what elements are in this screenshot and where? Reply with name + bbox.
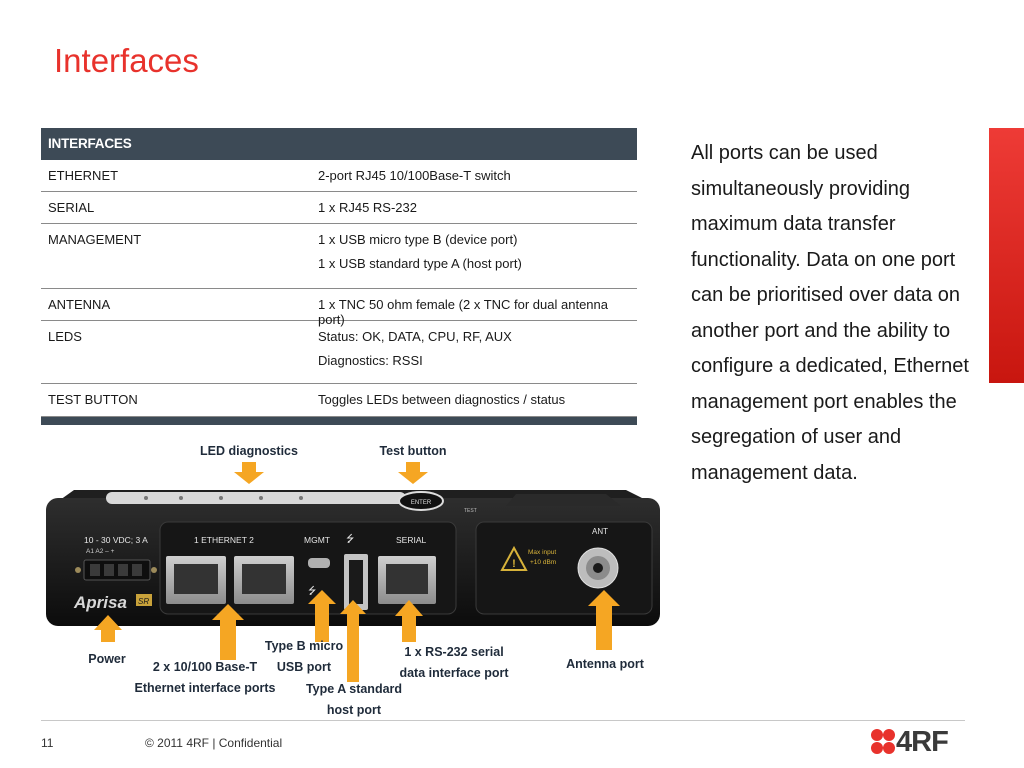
arrow-antenna [588,590,620,650]
table-row-value: 1 x USB micro type B (device port) [318,232,518,247]
label-usb-micro-line1: Type B micro [264,639,344,653]
led-ok-icon [144,496,148,500]
logo-mark-icon [871,729,895,754]
label-serial-line2: data interface port [399,666,509,680]
table-row-key: ANTENNA [48,297,111,312]
usb-type-a-socket [349,560,363,604]
max-input-value: +10 dBm [530,559,556,566]
label-usb-micro-line2: USB port [276,660,332,674]
arrow-usb-type-a [340,600,366,682]
serial-label: SERIAL [396,535,427,545]
antenna-connector-pin [593,563,603,573]
max-input-text: Max input [528,549,556,556]
table-row: SERIAL 1 x RJ45 RS-232 [41,192,637,224]
warning-icon [500,545,528,571]
screw-icon [75,567,81,573]
usb-micro-port [308,558,330,568]
label-usb-type-a-line1: Type A standard [305,682,403,696]
mgmt-label: MGMT [304,535,330,545]
table-row-value: 2-port RJ45 10/100Base-T switch [318,168,511,183]
arrow-serial [395,600,423,642]
table-row-value: 1 x TNC 50 ohm female (2 x TNC for dual … [318,297,608,327]
device-illustration: ENTER TEST 10 - 30 VDC; 3 A A1 A2 – + Ap… [46,490,660,626]
table-row-key: MANAGEMENT [48,232,142,247]
body-paragraph: All ports can be used simultaneously pro… [691,142,969,484]
copyright-text: © 2011 4RF | Confidential [145,736,283,750]
top-grip [506,494,621,506]
test-button-icon [398,491,444,511]
table-row-key: TEST BUTTON [48,392,138,407]
led-rf-icon [259,496,263,500]
table-row-value: Status: OK, DATA, CPU, RF, AUX [318,329,512,344]
enter-text: ENTER [411,500,432,506]
label-power: Power [88,652,126,666]
company-logo: 4RF [868,726,968,758]
power-spec-text: 10 - 30 VDC; 3 A [84,535,148,545]
label-serial: 1 x RS-232 serial data interface port [392,642,516,684]
power-pin [132,564,142,576]
label-ethernet-line2: Ethernet interface ports [134,681,276,695]
label-ethernet-line1: 2 x 10/100 Base-T [152,660,258,674]
label-led-diagnostics: LED diagnostics [200,444,298,458]
power-pin [104,564,114,576]
arrow-test-button [398,462,428,484]
label-serial-line1: 1 x RS-232 serial [404,645,504,659]
table-footer-bar [41,417,637,425]
label-ethernet: 2 x 10/100 Base-T Ethernet interface por… [132,657,278,699]
table-row-key: SERIAL [48,200,95,215]
antenna-panel [475,521,653,615]
brand-logo: Aprisa [73,593,127,612]
arrow-led-diagnostics [234,462,264,484]
table-row: ETHERNET 2-port RJ45 10/100Base-T switch [41,160,637,192]
table-row-value: Diagnostics: RSSI [318,353,423,368]
table-row: LEDS Status: OK, DATA, CPU, RF, AUX Diagno… [41,321,637,384]
usb-icon: ⭍ [308,585,316,597]
brand-badge [136,594,152,606]
label-usb-type-a: Type A standard host port [300,679,408,721]
label-usb-micro: Type B micro USB port [262,636,346,678]
ethernet-port-2-socket [242,564,286,594]
label-antenna: Antenna port [566,657,644,671]
table-row-value: 1 x RJ45 RS-232 [318,200,417,215]
slide-title: Interfaces [54,42,199,79]
arrow-usb-micro [308,590,336,642]
led-aux-icon [299,496,303,500]
table-row: MANAGEMENT 1 x USB micro type B (device p… [41,224,637,289]
table-header: INTERFACES [41,128,637,160]
logo-text: 4RF [896,726,949,758]
arrow-power [94,615,122,642]
table-row: TEST BUTTON Toggles LEDs between diagnost… [41,384,637,417]
screw-icon [151,567,157,573]
brand-suffix: SR [138,597,149,606]
interfaces-table: INTERFACES ETHERNET 2-port RJ45 10/100Bas… [41,128,637,425]
test-text: TEST [464,508,477,514]
arrow-ethernet [212,604,244,660]
table-row-value: Toggles LEDs between diagnostics / statu… [318,392,566,407]
ethernet-port-1-socket [174,564,218,594]
table-row-key: LEDS [48,329,82,344]
ethernet-label: 1 ETHERNET 2 [194,535,254,545]
power-pins-text: A1 A2 – + [86,548,115,555]
footer-divider [41,720,965,721]
page-number: 11 [41,736,54,750]
warning-mark: ! [512,558,516,570]
ant-label: ANT [592,527,608,536]
led-data-icon [179,496,183,500]
usb-icon: ⭍ [346,533,354,545]
table-row-key: ETHERNET [48,168,119,183]
power-pin [118,564,128,576]
table-row: ANTENNA 1 x TNC 50 ohm female (2 x TNC fo… [41,289,637,327]
accent-bar [989,128,1024,383]
serial-port-socket [386,564,428,594]
label-test-button: Test button [379,444,447,458]
table-row-value: 1 x USB standard type A (host port) [318,256,522,271]
label-usb-type-a-line2: host port [326,703,382,717]
led-strip [106,492,406,504]
power-pin [90,564,100,576]
led-cpu-icon [219,496,223,500]
